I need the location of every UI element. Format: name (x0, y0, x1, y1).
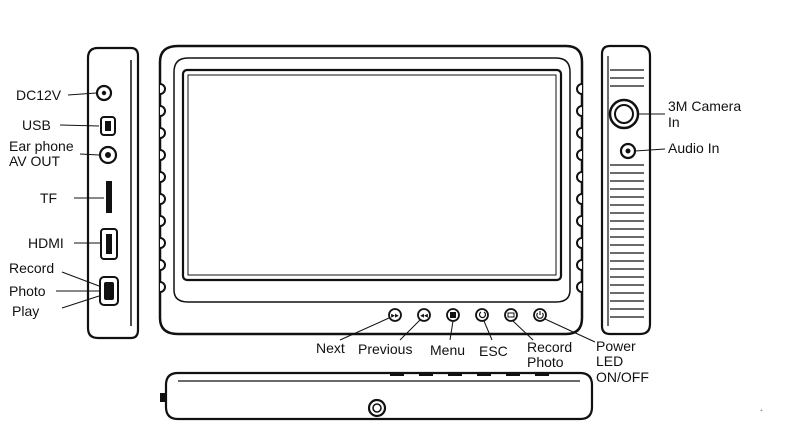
label-previous: Previous (358, 341, 412, 357)
label-dc12v: DC12V (16, 87, 62, 103)
front-view: ▶▶ ◀◀ Next Previous (158, 44, 649, 385)
label-photo: Photo (527, 354, 564, 370)
side-ribbing (610, 69, 644, 318)
corner-mark: + (760, 408, 763, 414)
left-side-panel: DC12V USB Ear phone AV OUT TF HDMI Recor… (9, 46, 140, 340)
label-menu: Menu (430, 342, 465, 358)
power-icon (536, 312, 544, 319)
mode-switch-icon (99, 276, 119, 306)
hdmi-port-icon (100, 228, 118, 260)
label-photo: Photo (9, 283, 46, 299)
label-hdmi: HDMI (28, 235, 64, 251)
return-icon (478, 311, 487, 319)
label-esc: ESC (479, 343, 508, 359)
label-earphone: Ear phone (9, 138, 74, 154)
label-next: Next (316, 340, 345, 356)
menu-icon (450, 312, 456, 318)
record-photo-button[interactable] (504, 308, 518, 322)
left-grip-notches (159, 83, 166, 293)
label-led: LED (596, 353, 623, 369)
camera-input-icon (608, 98, 640, 130)
label-power: Power (596, 338, 636, 354)
label-camera-line2: In (668, 114, 680, 130)
right-grip-notches (576, 83, 583, 293)
bottom-round-port-icon (367, 398, 387, 418)
esc-button[interactable] (475, 308, 489, 322)
bottom-button-bumps (390, 373, 549, 376)
menu-button[interactable] (446, 308, 460, 322)
next-icon: ▶▶ (391, 313, 399, 319)
screen (181, 68, 563, 282)
camera-icon (507, 312, 515, 318)
label-av-out: AV OUT (9, 153, 61, 169)
earphone-jack-icon (98, 145, 118, 165)
previous-icon: ◀◀ (420, 313, 428, 319)
tf-slot-icon (106, 181, 112, 213)
label-audio-in: Audio In (668, 140, 719, 156)
previous-button[interactable]: ◀◀ (417, 308, 431, 322)
power-button[interactable] (533, 308, 547, 322)
label-usb: USB (22, 117, 51, 133)
label-on-off: ON/OFF (596, 369, 649, 385)
label-camera-line1: 3M Camera (668, 98, 741, 114)
label-play: Play (12, 303, 39, 319)
label-record: Record (527, 339, 572, 355)
usb-port-icon (100, 116, 116, 136)
dc-jack-icon (95, 84, 113, 102)
audio-input-icon (619, 142, 637, 160)
label-record: Record (9, 260, 54, 276)
next-button[interactable]: ▶▶ (388, 308, 402, 322)
bottom-view (160, 371, 594, 421)
label-tf: TF (40, 190, 57, 206)
right-side-panel: 3M Camera In Audio In (600, 44, 741, 336)
